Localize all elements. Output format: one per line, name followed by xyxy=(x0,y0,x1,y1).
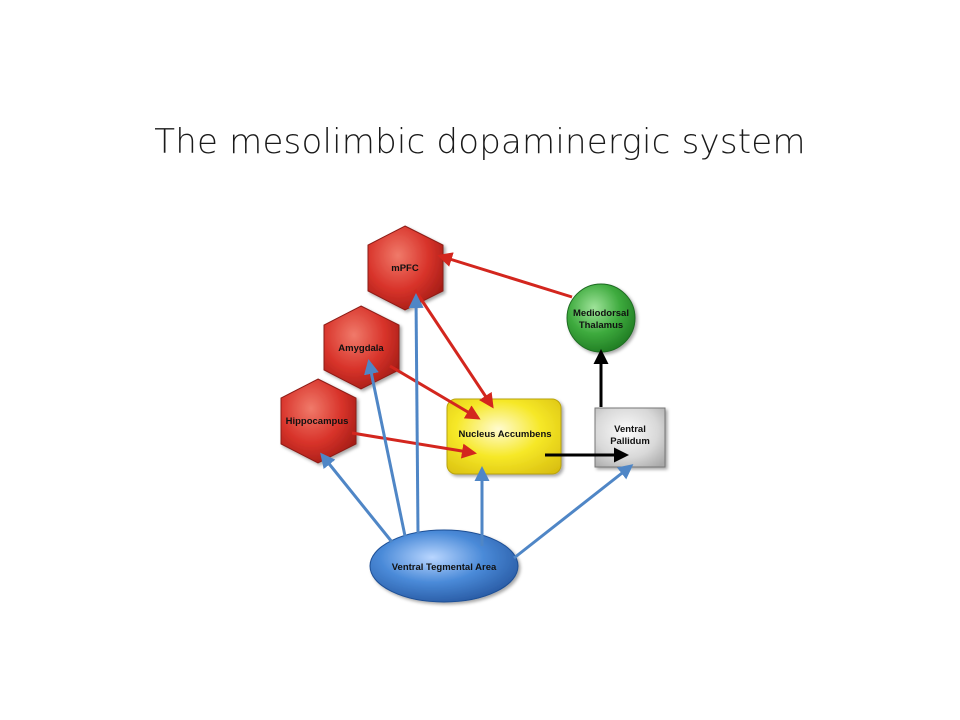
ventral-pallidum-label-line2: Pallidum xyxy=(610,436,650,447)
arrow-vta-to-pallidum xyxy=(513,464,634,560)
mediodorsal-thalamus-label-line2: Thalamus xyxy=(579,320,623,331)
arrow-mpfc-to-accumbens xyxy=(413,289,494,409)
node-ventral-pallidum xyxy=(594,407,666,468)
node-amygdala xyxy=(323,305,400,390)
node-ventral-tegmental-area xyxy=(369,529,519,603)
slide-title: The mesolimbic dopaminergic system xyxy=(154,122,806,162)
mediodorsal-thalamus-label-line1: Mediodorsal xyxy=(573,308,629,319)
arrow-thalamus-to-mpfc xyxy=(437,252,573,299)
nucleus-accumbens-label: Nucleus Accumbens xyxy=(458,429,551,440)
arrow-hippocampus-to-accumbens xyxy=(351,431,477,459)
arrow-amygdala-to-accumbens xyxy=(389,364,481,420)
vta-label: Ventral Tegmental Area xyxy=(392,562,497,573)
node-hippocampus xyxy=(280,378,357,464)
amygdala-label: Amygdala xyxy=(338,343,384,354)
ventral-pallidum-label-line1: Ventral xyxy=(614,424,646,435)
arrow-vta-to-hippocampus xyxy=(320,452,394,543)
mpfc-label: mPFC xyxy=(391,263,419,274)
arrow-vta-to-amygdala xyxy=(364,359,407,537)
hippocampus-label: Hippocampus xyxy=(286,416,349,427)
arrow-vta-to-mpfc xyxy=(408,293,424,535)
node-mpfc xyxy=(367,225,444,311)
